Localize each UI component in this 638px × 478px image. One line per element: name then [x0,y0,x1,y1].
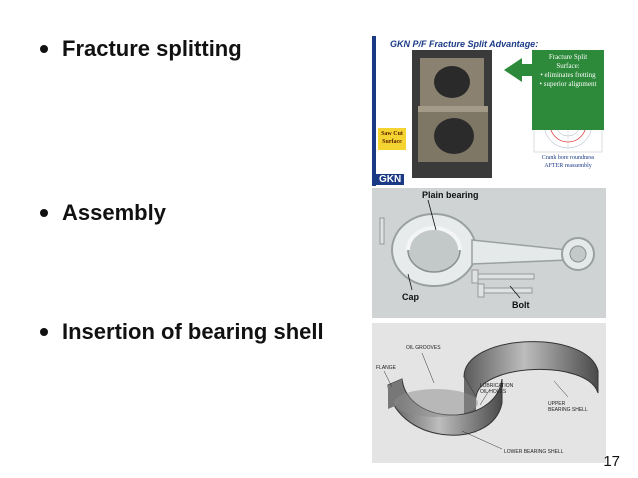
callout-line: • superior alignment [539,80,597,88]
bullet-dot [40,209,48,217]
bullet-assembly: Assembly [40,200,166,226]
fracture-split-figure: GKN P/F Fracture Split Advantage: Fractu… [372,36,608,186]
crank-bore-caption: Crank bore roundness AFTER reassembly [541,155,595,169]
saw-cut-label: Saw Cut Surface [378,128,406,150]
bullet-dot [40,328,48,336]
assembly-figure: Plain bearing Cap Bolt [372,188,606,318]
cap-label: Cap [402,292,420,302]
bullet-dot [40,45,48,53]
callout-line: Fracture Split [548,53,588,61]
upper-shell-label: UPPER BEARING SHELL [548,401,588,413]
bearing-shell-figure: OIL GROOVES FLANGE LUBRICATION OIL HOLES… [372,323,606,463]
callout-line: • eliminates fretting [540,71,596,79]
figure-side-bar [372,36,376,186]
page-number: 17 [603,453,620,470]
gkn-logo: GKN [376,174,405,185]
connecting-rod-assembly-drawing [379,199,595,299]
bolt-label: Bolt [512,300,530,310]
bullet-fracture-splitting: Fracture splitting [40,36,242,62]
bullet-text: Fracture splitting [62,36,242,61]
bullet-text: Insertion of bearing shell [62,319,324,344]
oil-grooves-label: OIL GROOVES [406,345,441,351]
figure-title: GKN P/F Fracture Split Advantage: [390,39,539,49]
flange-label: FLANGE [376,365,397,371]
lower-shell-label: LOWER BEARING SHELL [504,449,564,455]
plain-bearing-label: Plain bearing [422,190,479,200]
bearing-shell-drawing [383,341,599,450]
fracture-split-callout: Fracture Split Surface: • eliminates fre… [532,50,604,130]
lubrication-holes-label: LUBRICATION OIL HOLES [480,383,514,395]
callout-line: Surface: [556,62,580,70]
bullet-text: Assembly [62,200,166,225]
bullet-insertion-bearing-shell: Insertion of bearing shell [40,319,324,345]
